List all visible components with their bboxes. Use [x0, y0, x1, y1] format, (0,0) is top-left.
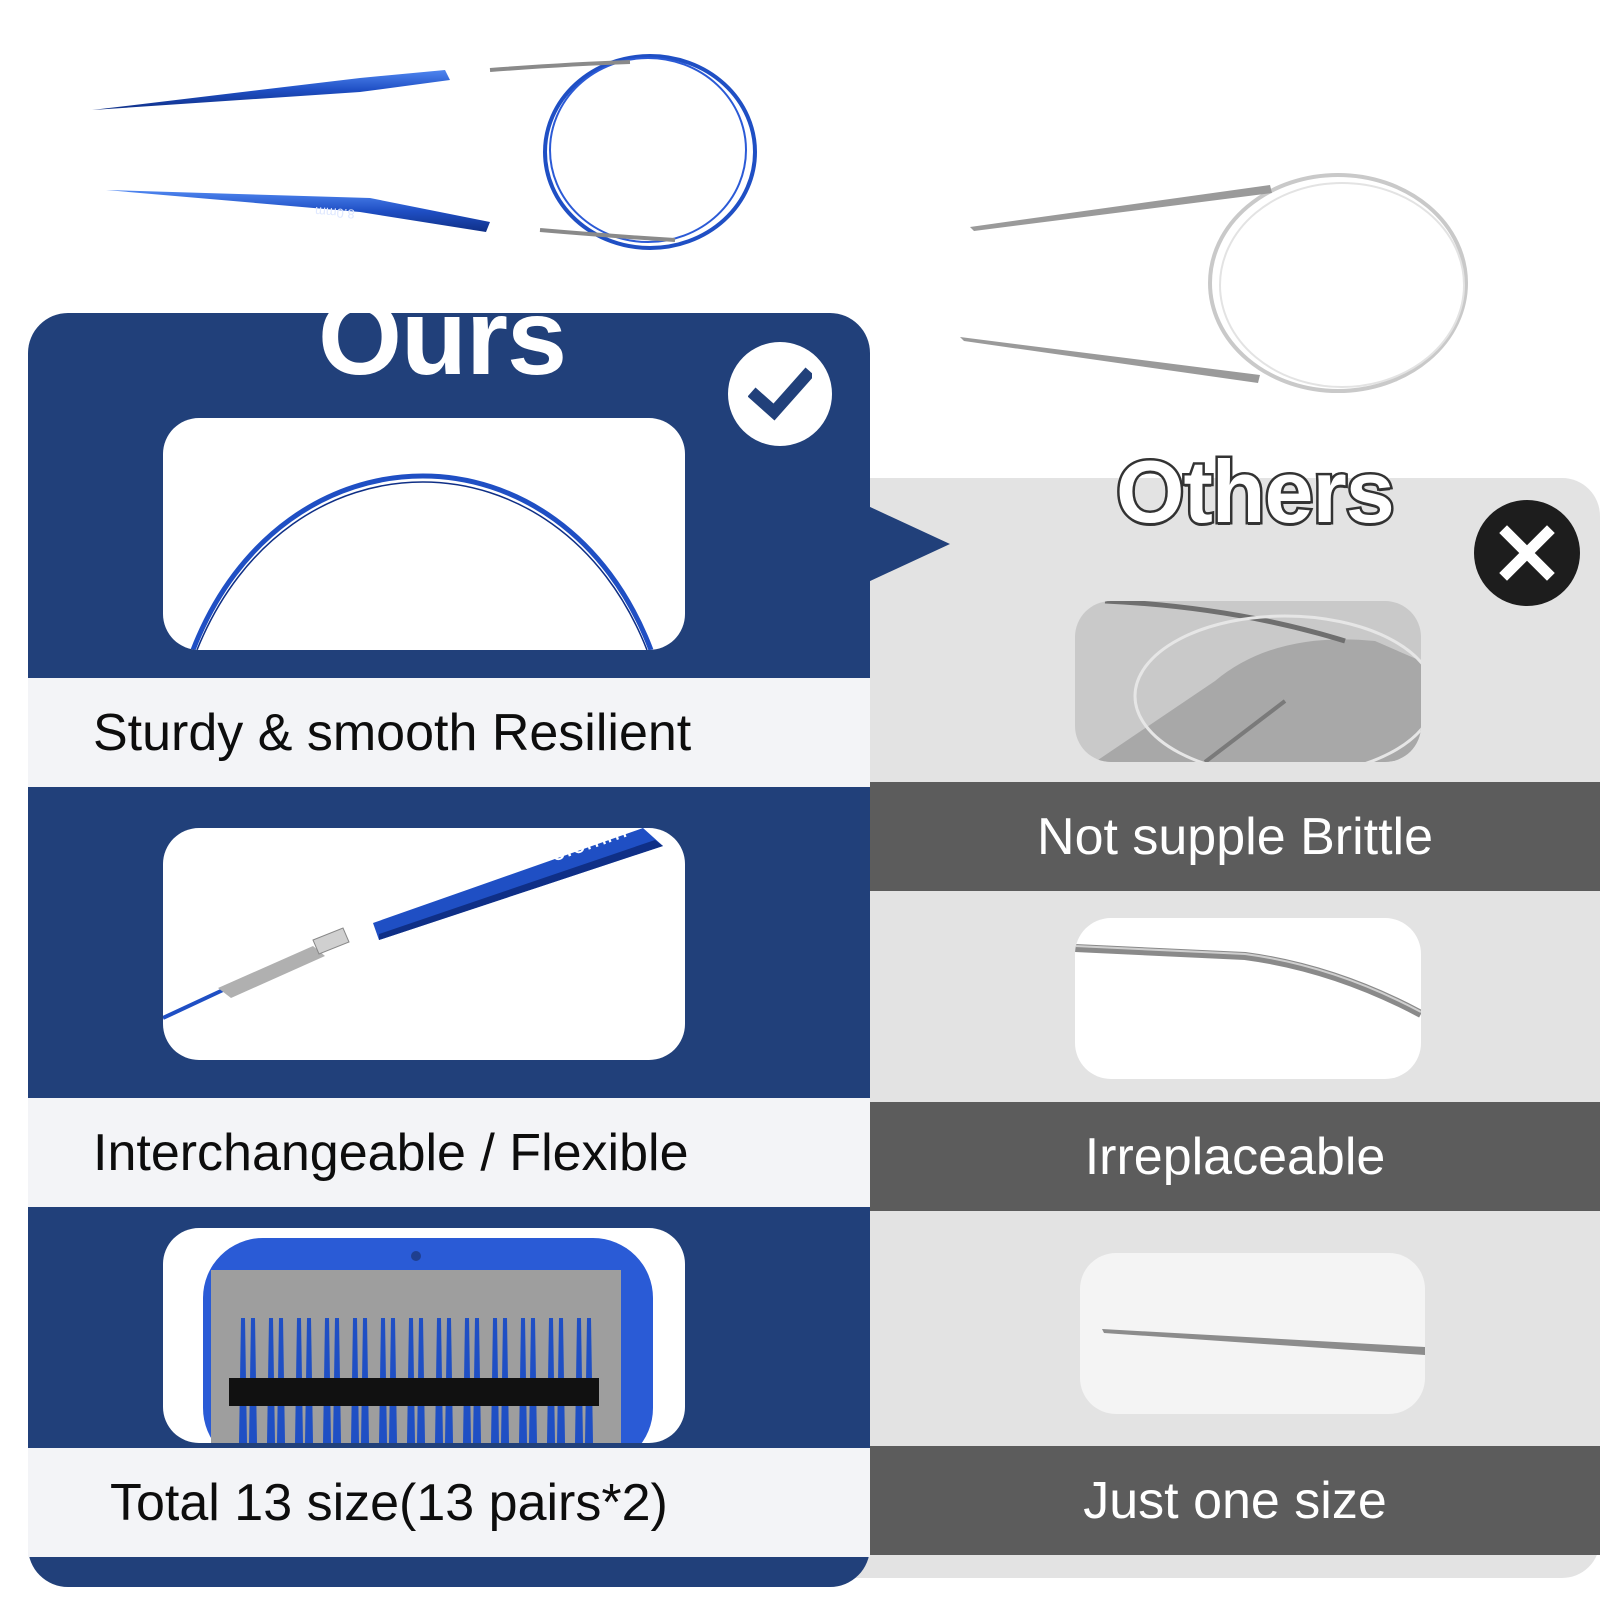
ours-feature-3: Total 13 size(13 pairs*2) [28, 1448, 870, 1557]
ours-needle-set-case-image [163, 1228, 685, 1443]
others-single-needle-image [1080, 1253, 1425, 1414]
check-badge [728, 342, 832, 446]
others-feature-2: Irreplaceable [870, 1102, 1600, 1211]
others-brittle-cable-image [1075, 601, 1421, 762]
ours-cable-image [163, 418, 685, 650]
x-icon [1499, 525, 1555, 581]
panel-pointer-arrow [868, 506, 950, 582]
others-hero-needle-image [960, 165, 1480, 405]
hero-size-label: 8.0mm [314, 204, 355, 222]
ours-title: Ours [318, 276, 567, 397]
others-feature-1: Not supple Brittle [870, 782, 1600, 891]
ours-interchangeable-tip-image: 6.0mm [163, 828, 685, 1060]
ours-hero-needle-image: 8.0mm [90, 40, 770, 260]
others-fixed-joint-image [1075, 918, 1421, 1079]
ours-feature-2: Interchangeable / Flexible [28, 1098, 870, 1207]
x-badge [1474, 500, 1580, 606]
ours-feature-1: Sturdy & smooth Resilient [28, 678, 870, 787]
check-icon [748, 367, 812, 421]
others-feature-3: Just one size [870, 1446, 1600, 1555]
others-title: Others [1114, 442, 1398, 541]
